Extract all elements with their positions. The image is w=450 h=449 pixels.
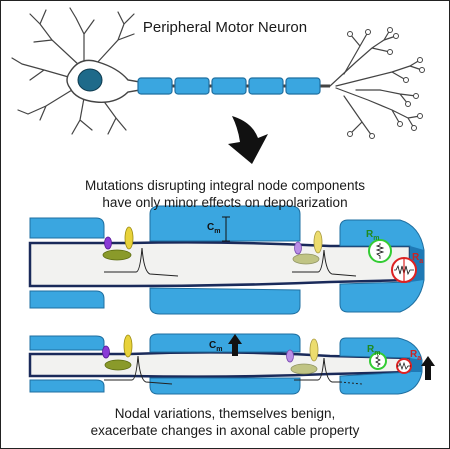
caption-bottom: Nodal variations, themselves benign, exa…	[0, 405, 450, 439]
action-potential-trace	[292, 249, 357, 277]
node-channel	[123, 334, 133, 358]
rm-label-bottom: Rm	[367, 344, 381, 357]
myelin-sheath	[149, 333, 301, 353]
myelin-segment	[211, 77, 247, 95]
node-channel	[290, 363, 318, 375]
node-channel	[309, 338, 319, 362]
myelin-sheath	[29, 335, 105, 351]
soma-dendrites	[11, 7, 135, 135]
caption-top-line-2: have only minor effects on depolarizatio…	[102, 195, 348, 210]
myelin-segment	[248, 77, 284, 95]
axon-panel-top	[28, 205, 425, 315]
cm-label-bottom: Cm	[209, 340, 223, 353]
axon-terminals	[329, 29, 423, 137]
resistor-icon	[375, 243, 385, 259]
action-potential-trace	[104, 247, 179, 277]
myelin-segment	[285, 77, 321, 95]
node-channel	[124, 226, 134, 250]
node-channel	[104, 236, 112, 250]
node-channel	[102, 249, 132, 261]
neuron-illustration	[11, 7, 425, 139]
increase-arrow-icon	[421, 356, 435, 380]
node-channel	[292, 253, 320, 265]
caption-bottom-line-1: Nodal variations, themselves benign,	[114, 406, 336, 421]
myelin-cut-face	[410, 358, 422, 372]
node-channel	[102, 345, 110, 359]
myelin-sheath	[149, 377, 301, 395]
node-channel	[294, 241, 302, 255]
ra-label-bottom: Ra	[410, 349, 422, 362]
resistor-icon	[394, 264, 414, 276]
ra-label-top: Ra	[412, 252, 424, 265]
myelin-sheath	[29, 217, 105, 239]
caption-top-line-1: Mutations disrupting integral node compo…	[85, 178, 365, 193]
down-arrow-icon	[228, 116, 268, 164]
caption-bottom-line-2: exacerbate changes in axonal cable prope…	[90, 423, 360, 438]
myelin-segment	[174, 77, 210, 95]
node-channel	[286, 349, 294, 363]
node-channel	[104, 359, 132, 371]
rm-label-top: Rm	[366, 229, 380, 242]
action-potential-trace	[104, 355, 173, 385]
increase-arrow-icon	[228, 334, 242, 356]
myelin-segments	[137, 77, 321, 95]
terminal-boutons	[347, 27, 425, 139]
myelin-sheath	[149, 287, 301, 315]
cm-label-top: Cm	[207, 222, 221, 235]
myelin-sheath	[339, 337, 423, 395]
resistor-icon	[397, 361, 411, 371]
resistor-icon	[375, 355, 381, 367]
caption-top: Mutations disrupting integral node compo…	[0, 177, 450, 211]
myelin-sheath	[29, 379, 105, 393]
myelin-sheath	[149, 205, 301, 242]
nucleus	[77, 68, 103, 92]
figure-title: Peripheral Motor Neuron	[142, 19, 308, 36]
myelin-segment	[137, 77, 173, 95]
node-channel	[313, 230, 323, 254]
axon-shaft	[28, 241, 412, 288]
myelin-sheath	[29, 290, 105, 309]
axon-panel-bottom	[28, 333, 435, 395]
action-potential-trace	[294, 357, 340, 383]
myelin-sheath	[339, 219, 425, 313]
